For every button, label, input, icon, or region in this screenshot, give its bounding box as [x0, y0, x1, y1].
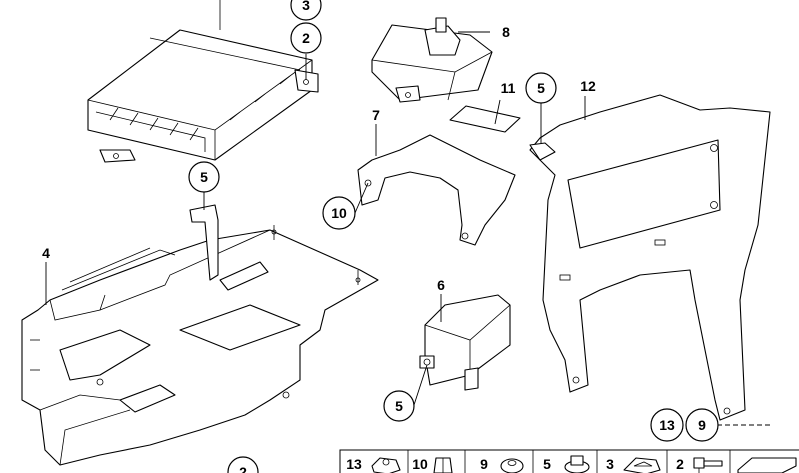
- callout-12-label: 12: [580, 78, 596, 94]
- callout-9-label: 9: [698, 417, 706, 433]
- antenna-module: [371, 17, 493, 103]
- callout-2-top: 2: [290, 22, 322, 54]
- callout-2-bottom: 2: [227, 456, 259, 473]
- callout-8: 8: [502, 24, 510, 40]
- callout-4: 4: [42, 245, 50, 261]
- strip-item-10: 10: [412, 456, 453, 473]
- hex-nut-icon: [500, 458, 524, 473]
- callout-9: 9: [685, 408, 719, 442]
- flange-nut-icon: [564, 455, 590, 473]
- callout-11-label: 11: [501, 80, 516, 96]
- callout-6: 6: [437, 277, 445, 293]
- callout-2-top-label: 2: [302, 30, 310, 46]
- callout-7: 7: [372, 107, 380, 123]
- carrier-frame: [21, 204, 379, 466]
- strip-item-9-label: 9: [480, 456, 488, 472]
- callout-6-label: 6: [437, 277, 445, 293]
- callout-11: 11: [501, 80, 516, 96]
- callout-12: 12: [580, 78, 596, 94]
- callout-3-label: 3: [302, 0, 310, 13]
- strip-item-5: 5: [543, 455, 590, 473]
- callout-5-a-label: 5: [537, 80, 545, 96]
- callout-5-b: 5: [188, 161, 220, 193]
- clip-nut-icon: [371, 457, 401, 473]
- callout-10: 10: [322, 196, 356, 230]
- strip-item-5-label: 5: [543, 456, 551, 472]
- callout-4-label: 4: [42, 245, 50, 261]
- foam-strip-icon: [737, 457, 797, 473]
- callout-2-bottom-label: 2: [239, 464, 247, 473]
- strip-item-13: 13: [346, 456, 401, 473]
- expanding-nut-icon: [433, 457, 453, 473]
- callout-3: 3: [290, 0, 322, 21]
- callout-13-label: 13: [659, 417, 675, 433]
- strip-item-3: 3: [606, 456, 661, 473]
- amplifier-module: [419, 294, 511, 391]
- strip-item-3-label: 3: [606, 456, 614, 472]
- strip-item-2-label: 2: [676, 456, 684, 472]
- callout-5-a: 5: [525, 72, 557, 104]
- callout-13: 13: [650, 408, 684, 442]
- foam-pad: [449, 105, 521, 133]
- leader-lines: [45, 31, 770, 426]
- mounting-bracket-large: [529, 94, 771, 421]
- callout-5-b-label: 5: [200, 169, 208, 185]
- strip-item-9: 9: [480, 456, 524, 473]
- strip-item-2: 2: [676, 456, 723, 473]
- bolt-icon: [693, 457, 723, 473]
- callout-8-label: 8: [502, 24, 510, 40]
- callout-7-label: 7: [372, 107, 380, 123]
- strip-item-10-label: 10: [412, 456, 428, 472]
- callout-5-c: 5: [383, 390, 415, 422]
- strip-item-13-label: 13: [346, 456, 362, 472]
- callout-10-label: 10: [331, 205, 347, 221]
- clip-icon: [623, 457, 661, 473]
- fastener-strip: 13 10 9 5: [339, 449, 799, 473]
- callout-5-c-label: 5: [395, 398, 403, 414]
- curved-bracket: [357, 134, 516, 246]
- control-unit-box: [87, 0, 319, 163]
